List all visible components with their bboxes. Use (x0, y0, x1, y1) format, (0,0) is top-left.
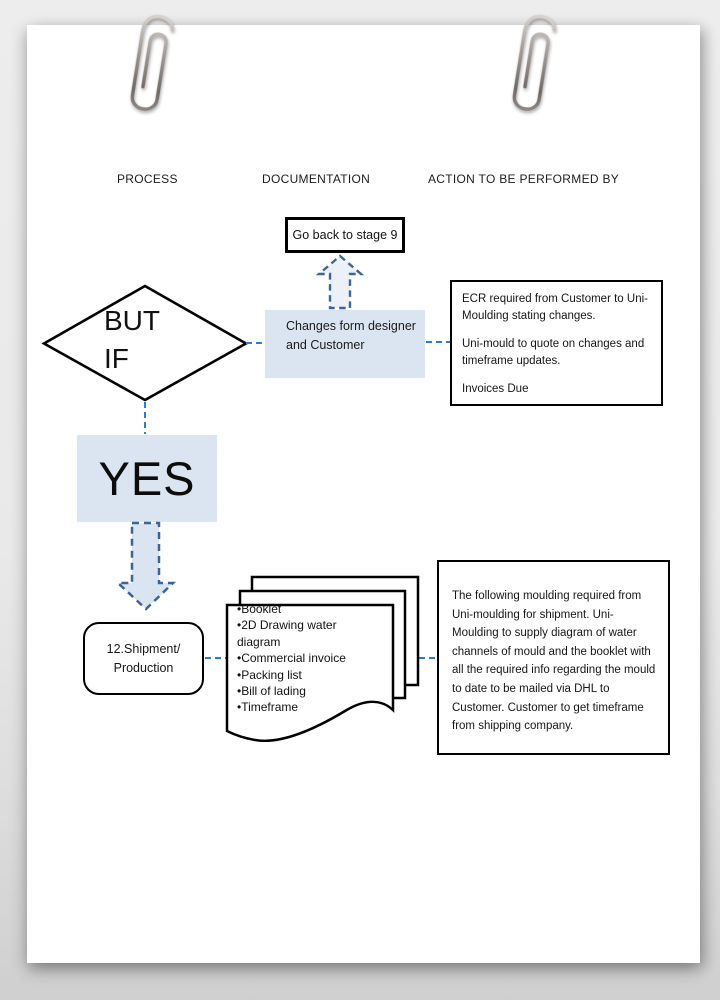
up-block-arrow-icon (315, 254, 365, 310)
paperclip-icon (512, 14, 556, 111)
go-back-label: Go back to stage 9 (292, 228, 398, 242)
doc-list-item: •Bill of lading (237, 684, 306, 699)
doc-list-item: •Booklet (237, 602, 282, 616)
doc-list-item: •Timeframe (237, 700, 299, 715)
decision-label: BUT IF (104, 305, 160, 374)
doc-list-item: •Packing list (237, 667, 302, 682)
ecr-note-box: ECR required from Customer to Uni-Mouldi… (450, 280, 663, 406)
column-header-process: PROCESS (117, 172, 178, 186)
connector-changes-to-ecr (426, 341, 450, 343)
go-back-box: Go back to stage 9 (285, 217, 405, 253)
decision-diamond (41, 284, 249, 402)
doc-list-item: •2D Drawing water diagram (237, 618, 337, 649)
connector-diamond-to-changes (246, 342, 266, 344)
paperclip-icon (130, 14, 174, 111)
column-header-action: ACTION TO BE PERFORMED BY (428, 172, 620, 186)
down-block-arrow-icon (114, 521, 177, 611)
yes-box: YES (77, 435, 217, 522)
shipping-note-box: The following moulding required from Uni… (437, 560, 670, 755)
doc-list-item: •Commercial invoice (237, 651, 346, 666)
changes-form-box: Changes form designer and Customer (265, 310, 425, 378)
ecr-note-line3: Invoices Due (462, 383, 529, 395)
connector-shipment-to-docs (205, 657, 227, 659)
ecr-note-line1: ECR required from Customer to Uni-Mouldi… (462, 293, 648, 322)
shipment-document-list: •Booklet •2D Drawing water diagram •Comm… (237, 601, 371, 716)
yes-label: YES (98, 452, 196, 505)
shipment-production-box: 12.Shipment/ Production (83, 622, 204, 695)
multi-document-icon (225, 575, 420, 743)
connector-diamond-to-yes (144, 402, 146, 434)
column-header-documentation: DOCUMENTATION (262, 172, 371, 186)
connector-docs-to-note (419, 657, 437, 659)
ecr-note-line2: Uni-mould to quote on changes and timefr… (462, 338, 645, 367)
